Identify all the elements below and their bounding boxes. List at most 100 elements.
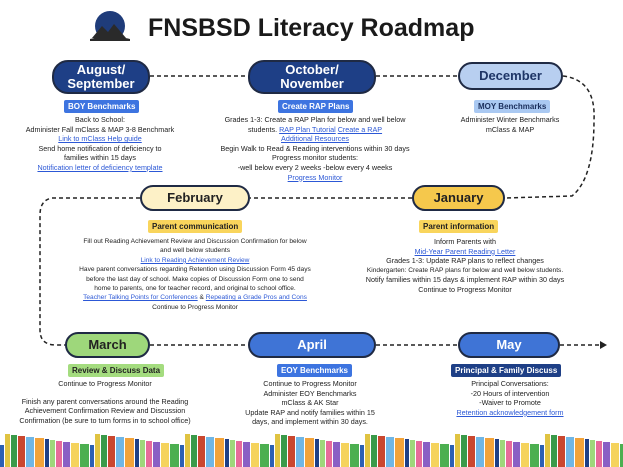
february-text: Fill out Reading Achievement Review and … bbox=[55, 237, 335, 312]
book-spine bbox=[566, 437, 574, 467]
book-spine bbox=[191, 435, 197, 467]
book-spine bbox=[140, 440, 145, 467]
book-spine bbox=[455, 434, 460, 467]
page-title: FNSBSD Literacy Roadmap bbox=[148, 14, 475, 42]
book-spine bbox=[320, 440, 325, 467]
aug-line-1: Back to School: bbox=[75, 115, 125, 124]
link-teacher-talking-points[interactable]: Teacher Talking Points for Conferences bbox=[83, 294, 198, 302]
dec-line-2: mClass & MAP bbox=[485, 124, 535, 134]
link-mid-year-parent-reading-letter[interactable]: Mid-Year Parent Reading Letter bbox=[414, 246, 516, 256]
book-spine bbox=[63, 442, 70, 467]
link-mclass-help-guide[interactable]: Link to mClass Help guide bbox=[58, 134, 142, 144]
book-spine bbox=[350, 444, 359, 467]
book-spine bbox=[410, 440, 415, 467]
month-label-line2: November bbox=[280, 76, 344, 91]
month-label: January bbox=[433, 190, 484, 206]
book-spine bbox=[495, 439, 499, 467]
link-retention-acknowledgement-form[interactable]: Retention acknowledgement form bbox=[456, 407, 564, 417]
jan-line-3: Grades 1-3: Update RAP plans to reflect … bbox=[386, 256, 544, 266]
book-spine bbox=[11, 435, 17, 467]
tag-moy-benchmarks: MOY Benchmarks bbox=[474, 100, 551, 113]
apr-line-2: Administer EOY Benchmarks bbox=[263, 388, 357, 398]
apr-line-5: days, and implement within 30 days. bbox=[252, 417, 368, 427]
book-spine bbox=[116, 437, 124, 467]
link-repeating-grade-pros-cons[interactable]: Repeating a Grade Pros and Cons bbox=[205, 294, 307, 302]
link-additional-resources[interactable]: Additional Resources bbox=[281, 134, 349, 144]
link-notification-letter-template[interactable]: Notification letter of deficiency templa… bbox=[37, 162, 163, 172]
book-spine bbox=[603, 442, 610, 467]
book-spine bbox=[251, 443, 259, 467]
jan-line-1: Inform Parents with bbox=[434, 237, 496, 246]
link-create-a-rap[interactable]: Create a RAP bbox=[337, 124, 383, 134]
month-label: May bbox=[496, 337, 522, 353]
book-spine bbox=[333, 442, 340, 467]
month-pill-january: January bbox=[412, 185, 505, 211]
book-spine bbox=[530, 444, 539, 467]
month-label: February bbox=[167, 190, 223, 206]
mar-line-4: Confirmation (be sure to turn forms in t… bbox=[19, 415, 191, 425]
jan-line-5: Notify families within 15 days & impleme… bbox=[365, 275, 565, 285]
tag-eoy-benchmarks: EOY Benchmarks bbox=[277, 364, 352, 377]
bookshelf-decoration bbox=[0, 434, 623, 467]
book-spine bbox=[0, 445, 4, 467]
book-spine bbox=[500, 440, 505, 467]
book-spine bbox=[378, 436, 385, 467]
book-spine bbox=[153, 442, 160, 467]
book-spine bbox=[35, 438, 44, 467]
month-label: April bbox=[297, 337, 327, 353]
book-spine bbox=[423, 442, 430, 467]
book-spine bbox=[468, 436, 475, 467]
month-label: March bbox=[88, 337, 127, 353]
book-spine bbox=[243, 442, 250, 467]
book-spine bbox=[371, 435, 377, 467]
book-spine bbox=[206, 437, 214, 467]
book-spine bbox=[416, 441, 422, 467]
book-spine bbox=[326, 441, 332, 467]
book-spine bbox=[485, 438, 494, 467]
book-spine bbox=[5, 434, 10, 467]
book-spine bbox=[521, 443, 529, 467]
mar-line-3: Achievement Confirmation Review and Disc… bbox=[24, 406, 186, 416]
book-spine bbox=[146, 441, 152, 467]
may-text: Principal Conversations: -20 Hours of in… bbox=[440, 379, 580, 417]
book-spine bbox=[281, 435, 287, 467]
oct-line-2-text: students. bbox=[247, 124, 278, 134]
link-progress-monitor[interactable]: Progress Monitor bbox=[287, 172, 343, 182]
book-spine bbox=[450, 445, 454, 467]
book-spine bbox=[305, 438, 314, 467]
book-spine bbox=[180, 445, 184, 467]
book-spine bbox=[596, 441, 602, 467]
book-spine bbox=[26, 437, 34, 467]
month-pill-february: February bbox=[140, 185, 250, 211]
book-spine bbox=[545, 434, 550, 467]
book-spine bbox=[18, 436, 25, 467]
month-pill-october-november: October/ November bbox=[248, 60, 376, 94]
feb-line-5: before the last day of school. Make copi… bbox=[86, 275, 304, 283]
feb-line-6: home to parents, one for teacher record,… bbox=[94, 285, 296, 293]
feb-line-8: Continue to Progress Monitor bbox=[152, 303, 238, 311]
book-spine bbox=[476, 437, 484, 467]
link-reading-achievement-review[interactable]: Link to Reading Achievement Review bbox=[140, 256, 250, 264]
tag-parent-information: Parent information bbox=[419, 220, 499, 233]
book-spine bbox=[611, 443, 619, 467]
tag-review-discuss-data: Review & Discuss Data bbox=[68, 364, 165, 377]
dec-line-1: Administer Winter Benchmarks bbox=[460, 115, 560, 124]
feb-line-7: Teacher Talking Points for Conferences &… bbox=[55, 293, 335, 302]
link-rap-plan-tutorial[interactable]: RAP Plan Tutorial bbox=[279, 124, 336, 134]
book-spine bbox=[198, 436, 205, 467]
mar-line-2: Finish any parent conversations around t… bbox=[21, 396, 189, 406]
feb-line-4: Have parent conversations regarding Rete… bbox=[79, 266, 311, 274]
month-pill-may: May bbox=[458, 332, 560, 358]
book-spine bbox=[185, 434, 190, 467]
book-spine bbox=[260, 444, 269, 467]
book-spine bbox=[405, 439, 409, 467]
april-text: Continue to Progress Monitor Administer … bbox=[235, 379, 385, 427]
feb-line-1: Fill out Reading Achievement Review and … bbox=[83, 238, 307, 245]
book-spine bbox=[101, 435, 107, 467]
tag-boy-benchmarks: BOY Benchmarks bbox=[64, 100, 140, 113]
month-label-line1: August/ bbox=[76, 62, 126, 78]
aug-line-5: families within 15 days bbox=[64, 153, 136, 163]
oct-line-6: -well below every 2 weeks -below every 4… bbox=[237, 162, 393, 172]
book-spine bbox=[431, 443, 439, 467]
